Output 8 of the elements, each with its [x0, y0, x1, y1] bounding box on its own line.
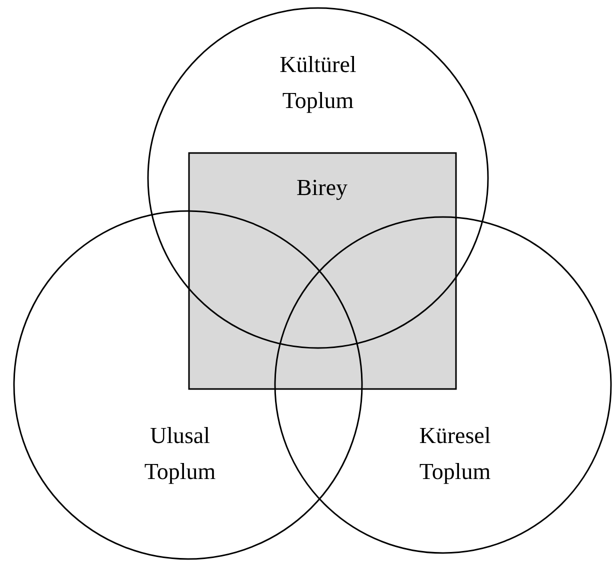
venn-circle — [147, 7, 489, 349]
venn-circle — [274, 216, 612, 554]
set-label: Kültürel Toplum — [278, 51, 358, 115]
set-label: Birey — [295, 174, 349, 202]
set-label: Ulusal Toplum — [143, 422, 217, 486]
venn-circle — [13, 210, 363, 560]
square-box — [188, 152, 457, 390]
set-label: Küresel Toplum — [418, 422, 492, 486]
